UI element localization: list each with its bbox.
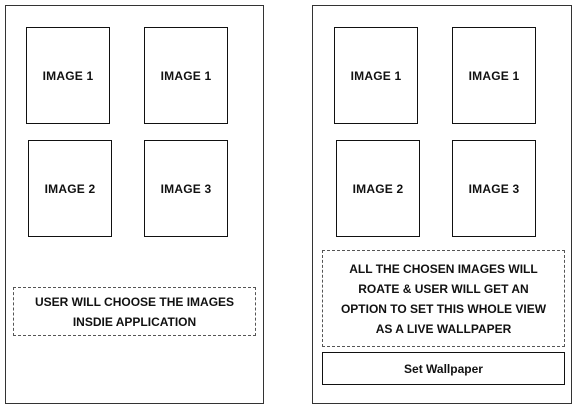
- image-slot-3[interactable]: IMAGE 2: [336, 140, 420, 237]
- note-line: AS A LIVE WALLPAPER: [375, 321, 512, 336]
- set-wallpaper-label: Set Wallpaper: [404, 361, 483, 376]
- live-wallpaper-note: ALL THE CHOSEN IMAGES WILL ROATE & USER …: [322, 250, 565, 347]
- image-slot-label: IMAGE 1: [468, 68, 520, 83]
- image-slot-1[interactable]: IMAGE 1: [26, 27, 110, 124]
- image-slot-3[interactable]: IMAGE 2: [28, 140, 112, 237]
- phone-screen-left: IMAGE 1 IMAGE 1 IMAGE 2 IMAGE 3 USER WIL…: [5, 5, 264, 404]
- image-slot-label: IMAGE 3: [468, 181, 520, 196]
- image-slot-1[interactable]: IMAGE 1: [334, 27, 418, 124]
- image-slot-label: IMAGE 1: [160, 68, 212, 83]
- note-line: USER WILL CHOOSE THE IMAGES: [34, 294, 235, 309]
- image-slot-label: IMAGE 1: [350, 68, 402, 83]
- image-slot-4[interactable]: IMAGE 3: [144, 140, 228, 237]
- image-slot-label: IMAGE 2: [44, 181, 96, 196]
- note-line: OPTION TO SET THIS WHOLE VIEW: [340, 301, 547, 316]
- image-slot-label: IMAGE 1: [42, 68, 94, 83]
- image-slot-label: IMAGE 3: [160, 181, 212, 196]
- instruction-note: USER WILL CHOOSE THE IMAGES INSDIE APPLI…: [13, 287, 256, 336]
- phone-screen-right: IMAGE 1 IMAGE 1 IMAGE 2 IMAGE 3 ALL THE …: [312, 5, 572, 404]
- note-line: ALL THE CHOSEN IMAGES WILL: [349, 261, 538, 276]
- note-line: ROATE & USER WILL GET AN: [358, 281, 529, 296]
- image-slot-2[interactable]: IMAGE 1: [144, 27, 228, 124]
- set-wallpaper-button[interactable]: Set Wallpaper: [322, 352, 565, 385]
- image-slot-4[interactable]: IMAGE 3: [452, 140, 536, 237]
- note-line: INSDIE APPLICATION: [72, 314, 197, 329]
- image-slot-label: IMAGE 2: [352, 181, 404, 196]
- image-slot-2[interactable]: IMAGE 1: [452, 27, 536, 124]
